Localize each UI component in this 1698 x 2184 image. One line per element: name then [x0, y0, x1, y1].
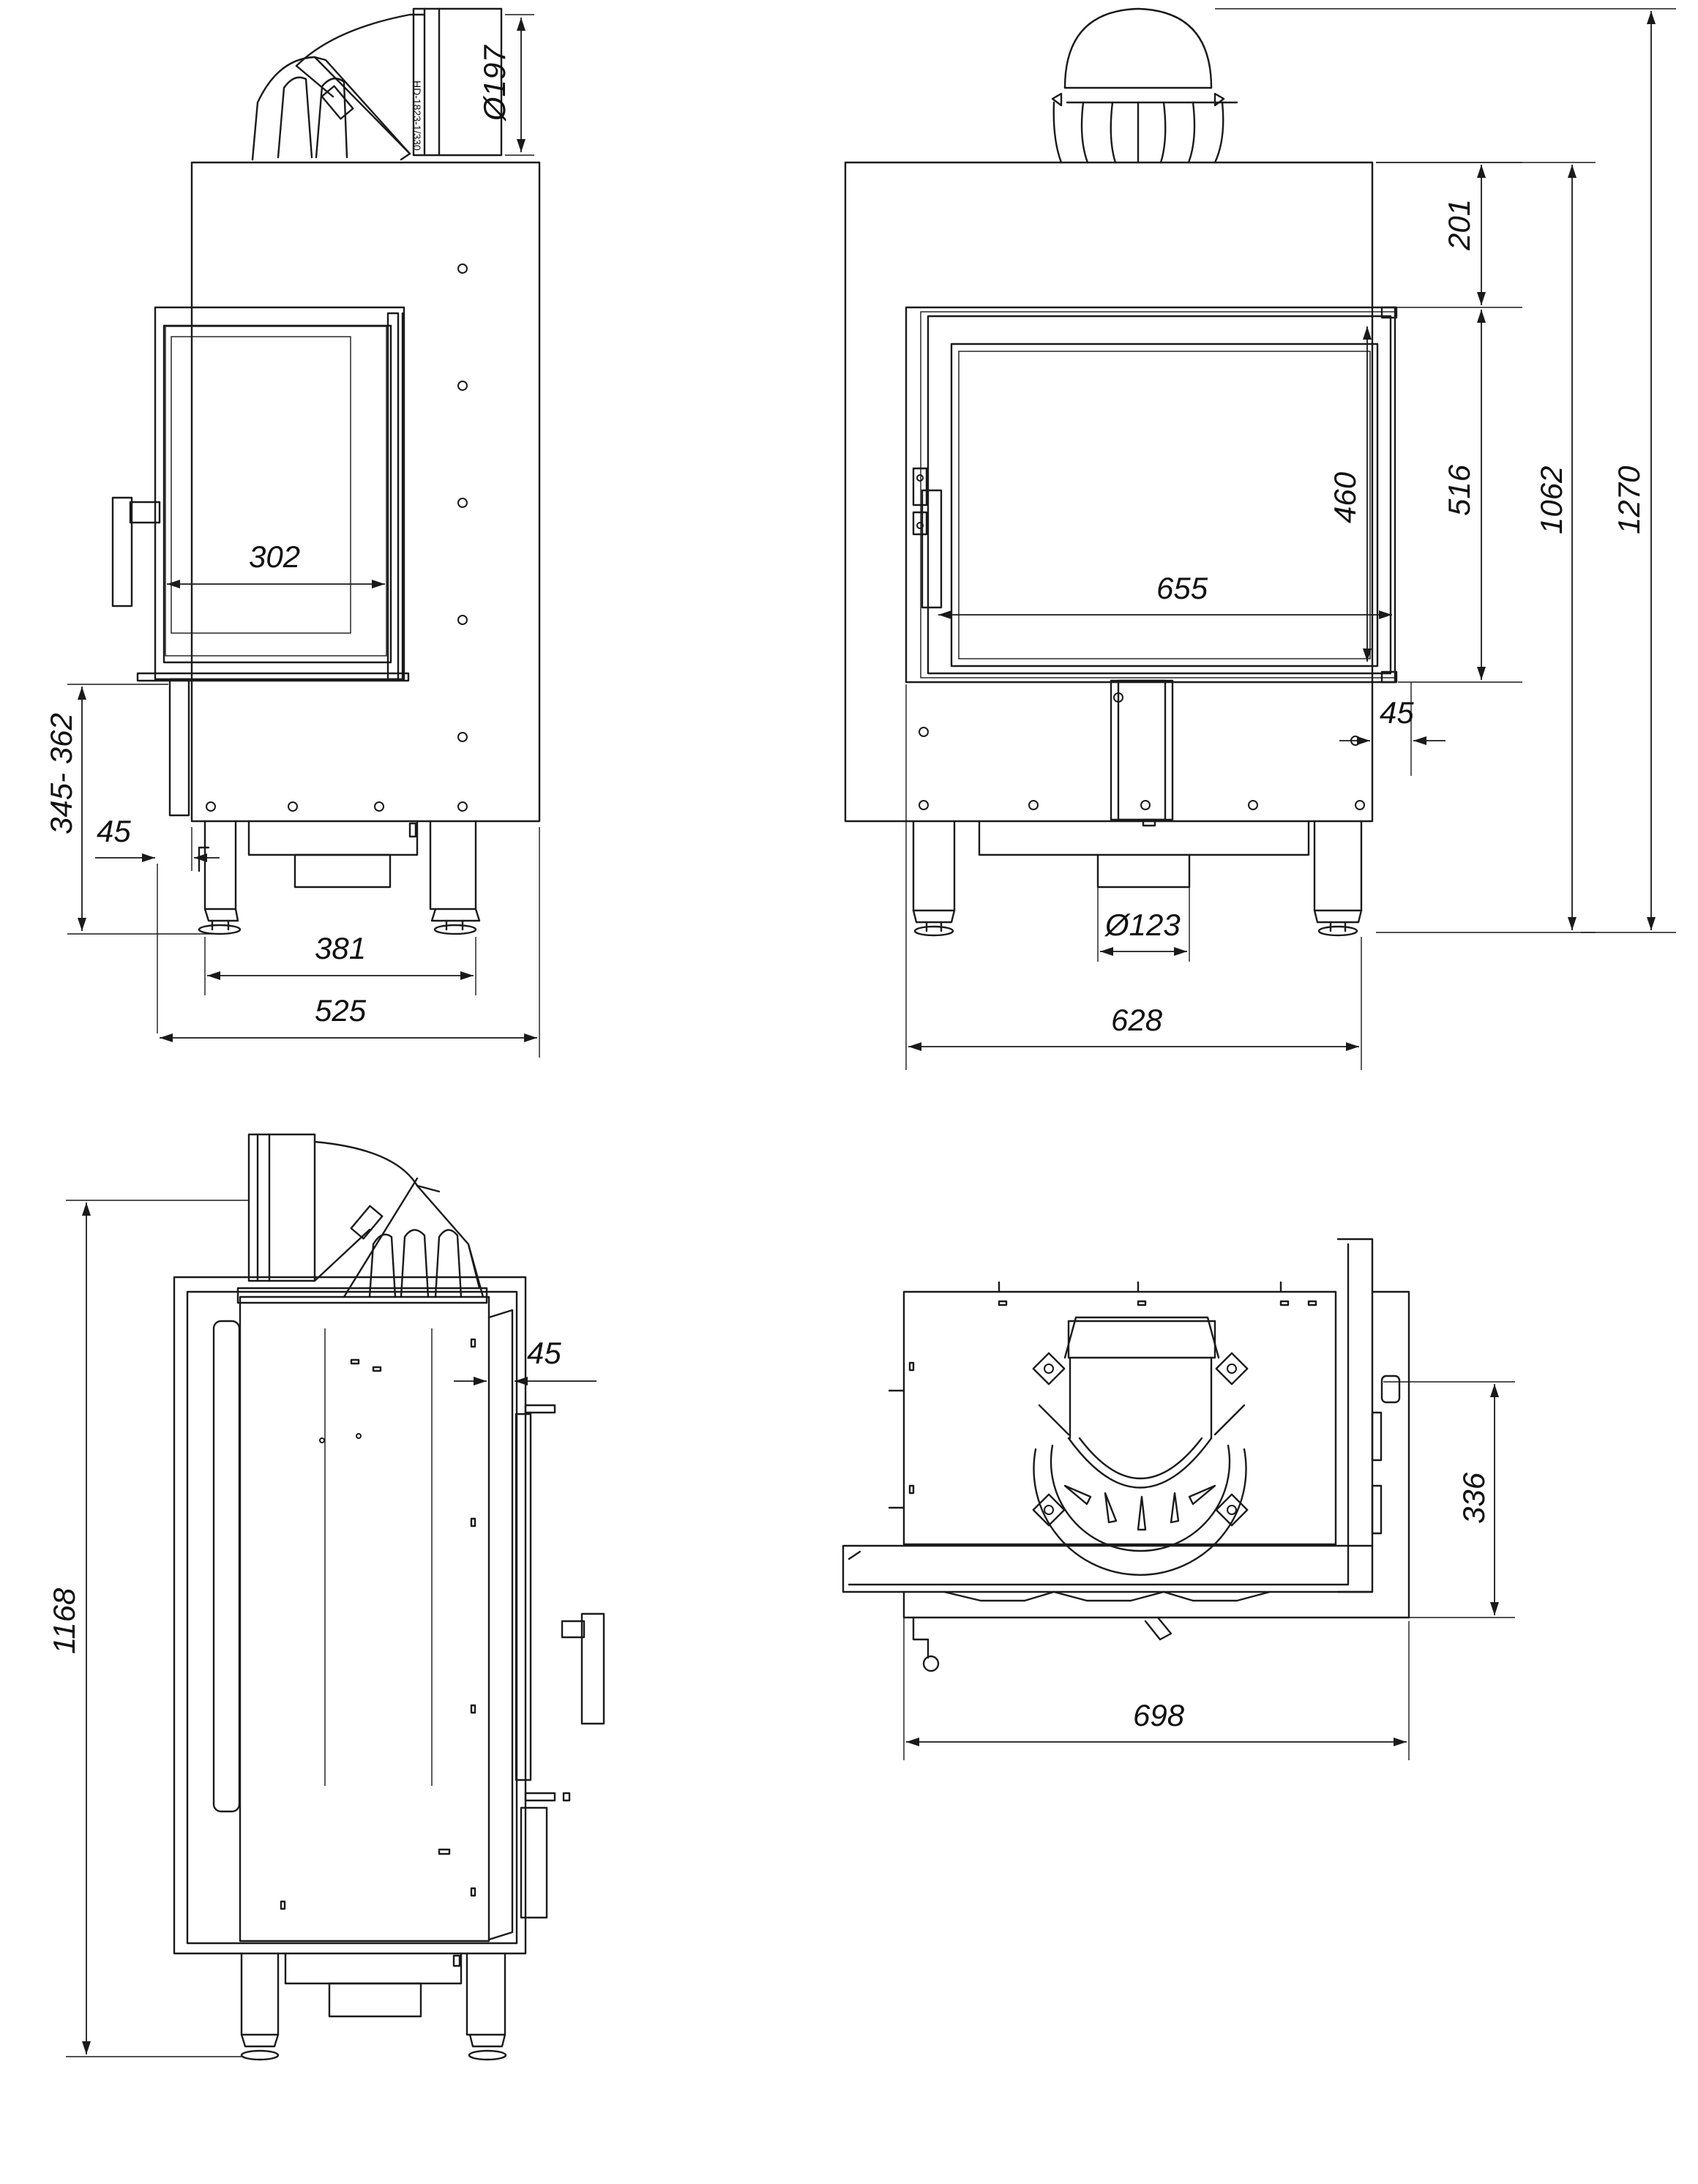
dim-door-glass-width: 302 [167, 539, 385, 588]
feet-spacing-label: 381 [315, 931, 366, 965]
dim-floor-clearance: 345- 362 [44, 684, 212, 935]
floor-clearance-label: 345- 362 [44, 713, 78, 834]
side-view-2: 1168 45 [47, 1133, 605, 2061]
front-legs [912, 818, 1363, 937]
top-flue-collar [1032, 1316, 1249, 1576]
dim-side-height: 1168 [47, 1200, 249, 2057]
dim-door-height: 516 [1398, 310, 1522, 683]
top-depth-label: 336 [1456, 1472, 1491, 1524]
dim-outlet-diameter: Ø123 [1097, 887, 1190, 962]
side2-body [173, 1276, 527, 1955]
dim-offset-side: 45 [454, 1310, 596, 1405]
dim-offset-left: 45 [95, 814, 220, 1033]
total-height-label: 1270 [1612, 465, 1646, 534]
side-height-label: 1168 [47, 1587, 81, 1654]
front-view: 655 460 201 516 1062 1270 [844, 7, 1676, 1070]
side-door [136, 306, 410, 682]
top-frame [842, 1238, 1410, 1619]
front-door [905, 306, 1398, 684]
door-height-label: 516 [1442, 464, 1476, 516]
top-width-label: 698 [1133, 1698, 1185, 1732]
dim-top-depth: 336 [1383, 1381, 1515, 1618]
dim-front-width: 628 [905, 684, 1362, 1070]
side2-handle-icon [515, 1404, 605, 1919]
glass-height-label: 460 [1328, 471, 1362, 523]
side-handle-icon [111, 496, 161, 607]
dim-side-width: 525 [160, 827, 540, 1058]
side2-legs [240, 1952, 507, 2061]
top-body [902, 1290, 1337, 1546]
side-view: HD-1823-1/330 [44, 7, 541, 1058]
dim-body-height: 1062 [1376, 162, 1596, 933]
top-slots [888, 1281, 1317, 1509]
door-glass-width-label: 302 [249, 539, 300, 574]
front-flue [1051, 7, 1238, 164]
side-width-label: 525 [315, 993, 367, 1028]
flue-diameter-label: Ø197 [477, 45, 512, 122]
dim-total-height: 1270 [1215, 8, 1676, 933]
side-legs [198, 820, 481, 935]
front-handle-icon [912, 467, 943, 609]
dim-top-width: 698 [903, 1596, 1410, 1760]
glass-width-label: 655 [1156, 571, 1208, 605]
top-height-label: 201 [1442, 199, 1476, 251]
flue-plate-text: HD-1823-1/330 [411, 81, 423, 151]
dim-glass-width: 655 [938, 571, 1392, 619]
dim-feet-spacing: 381 [204, 931, 476, 995]
dim-flue-diameter: Ø197 [477, 14, 534, 156]
dim-glass-height: 460 [1328, 326, 1372, 662]
side2-flue [247, 1133, 485, 1298]
offset-side-label: 45 [527, 1336, 561, 1370]
flue-elbow [251, 7, 503, 161]
front-width-label: 628 [1111, 1003, 1163, 1037]
offset-right-label: 45 [1380, 695, 1414, 730]
body-height-label: 1062 [1534, 466, 1568, 534]
dim-top-height: 201 [1376, 162, 1522, 308]
side2-slots [280, 1338, 476, 1910]
top-view: 336 698 [842, 1238, 1515, 1760]
outlet-diameter-label: Ø123 [1104, 908, 1181, 942]
front-body [844, 161, 1374, 823]
dim-offset-right: 45 [1339, 682, 1445, 776]
offset-left-label: 45 [97, 814, 131, 848]
side-body [190, 161, 541, 823]
top-lever-icon [912, 1616, 1172, 1672]
